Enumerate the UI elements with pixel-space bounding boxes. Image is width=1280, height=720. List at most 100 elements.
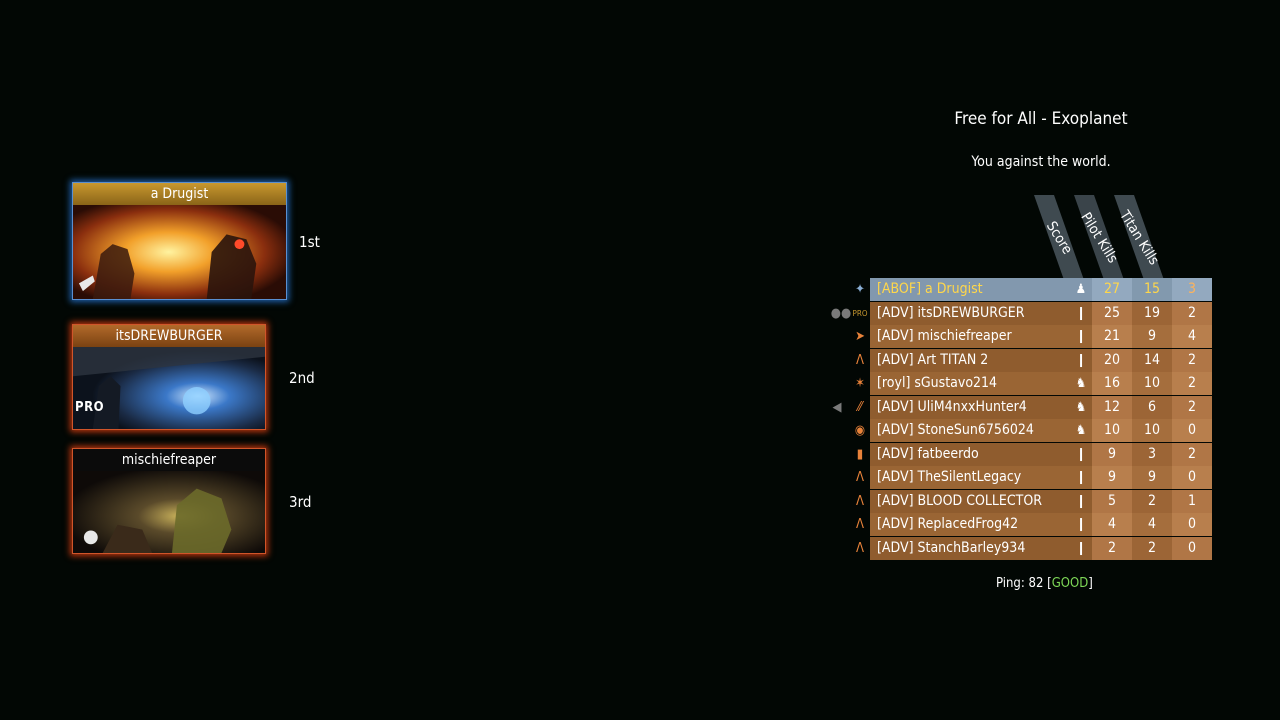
player-pilot-kills: 15: [1132, 278, 1172, 301]
titan-icon: ♞: [1075, 376, 1087, 391]
player-titan-kills: 1: [1172, 489, 1212, 513]
player-score: 9: [1092, 442, 1132, 466]
player-titan-kills: 0: [1172, 466, 1212, 489]
chevron-icon: Λ: [856, 352, 864, 368]
scoreboard-column-headers: Score Pilot Kills Titan Kills: [1030, 195, 1220, 280]
player-row[interactable]: ●● PRO [ADV] itsDREWBURGER ❙ 25 19 2: [826, 301, 1212, 325]
pilot-icon: ♟: [1075, 282, 1087, 297]
player-titan-kills: 3: [1172, 278, 1212, 301]
player-score: 2: [1092, 536, 1132, 560]
claw-icon: ⁄⁄: [858, 399, 862, 415]
titan-icon: ♞: [1075, 399, 1087, 415]
column-pilot-kills: Pilot Kills: [1074, 195, 1124, 280]
chevron-icon: Λ: [856, 517, 864, 532]
player-row[interactable]: ◀ ⁄⁄ [ADV] UliM4nxxHunter4 ♞ 12 6 2: [826, 395, 1212, 419]
player-pilot-kills: 9: [1132, 325, 1172, 348]
player-name: [ADV] itsDREWBURGER: [870, 301, 1092, 325]
player-score: 4: [1092, 513, 1132, 536]
player-pilot-kills: 10: [1132, 419, 1172, 442]
chevron-icon: Λ: [856, 540, 864, 556]
podium-place-2nd: 2nd: [289, 369, 315, 387]
boot-icon: ▮: [856, 446, 864, 462]
player-row[interactable]: Λ [ADV] BLOOD COLLECTOR ❙ 5 2 1: [826, 489, 1212, 513]
player-titan-kills: 2: [1172, 348, 1212, 372]
pilot-icon: ❙: [1076, 446, 1086, 462]
pilot-icon: ❙: [1076, 470, 1086, 485]
pilot-icon: ❙: [1076, 517, 1086, 532]
player-titan-kills: 2: [1172, 442, 1212, 466]
player-score: 9: [1092, 466, 1132, 489]
bird-icon: ➤: [855, 329, 865, 344]
player-score: 16: [1092, 372, 1132, 395]
player-pilot-kills: 9: [1132, 466, 1172, 489]
podium-name-1st: a Drugist: [73, 183, 286, 205]
player-row[interactable]: Λ [ADV] ReplacedFrog42 ❙ 4 4 0: [826, 513, 1212, 536]
player-score: 27: [1092, 278, 1132, 301]
player-pilot-kills: 3: [1132, 442, 1172, 466]
party-icon: ●●: [830, 305, 852, 321]
player-pilot-kills: 19: [1132, 301, 1172, 325]
helmet-icon: ◉: [854, 423, 866, 438]
player-titan-kills: 0: [1172, 513, 1212, 536]
player-name: [ADV] StanchBarley934: [870, 536, 1092, 560]
player-titan-kills: 2: [1172, 301, 1212, 325]
player-pilot-kills: 2: [1132, 489, 1172, 513]
player-row[interactable]: ➤ [ADV] mischiefreaper ❙ 21 9 4: [826, 325, 1212, 348]
podium-place-1st: 1st: [299, 233, 320, 251]
pro-badge: PRO: [852, 308, 868, 318]
runner-icon: ✶: [855, 376, 865, 391]
player-name: [royl] sGustavo214: [870, 372, 1092, 395]
column-score: Score: [1034, 195, 1084, 280]
podium-art-1st: [73, 205, 286, 299]
player-name: [ADV] TheSilentLegacy: [870, 466, 1092, 489]
player-score: 21: [1092, 325, 1132, 348]
player-row[interactable]: Λ [ADV] TheSilentLegacy ❙ 9 9 0: [826, 466, 1212, 489]
chevron-icon: Λ: [856, 470, 864, 485]
player-name: [ADV] mischiefreaper: [870, 325, 1092, 348]
player-row[interactable]: ◉ [ADV] StoneSun6756024 ♞ 10 10 0: [826, 419, 1212, 442]
player-row[interactable]: ▮ [ADV] fatbeerdo ❙ 9 3 2: [826, 442, 1212, 466]
player-name: [ADV] BLOOD COLLECTOR: [870, 489, 1092, 513]
column-score-label: Score: [1042, 218, 1076, 257]
podium-card-3rd[interactable]: mischiefreaper: [72, 448, 266, 554]
player-name: [ADV] StoneSun6756024: [870, 419, 1092, 442]
player-name: [ABOF] a Drugist: [870, 278, 1092, 301]
player-score: 20: [1092, 348, 1132, 372]
player-pilot-kills: 2: [1132, 536, 1172, 560]
pilot-icon: ❙: [1076, 352, 1086, 368]
pilot-icon: ❙: [1076, 329, 1086, 344]
pilot-icon: ❙: [1076, 305, 1086, 321]
ping-quality: GOOD: [1051, 576, 1089, 591]
player-pilot-kills: 14: [1132, 348, 1172, 372]
player-titan-kills: 0: [1172, 536, 1212, 560]
player-pilot-kills: 4: [1132, 513, 1172, 536]
player-titan-kills: 0: [1172, 419, 1212, 442]
player-name: [ADV] fatbeerdo: [870, 442, 1092, 466]
ping-value: 82: [1028, 576, 1044, 591]
dagger-icon: ✦: [855, 282, 865, 297]
column-titan-kills: Titan Kills: [1114, 195, 1164, 280]
pilot-icon: ❙: [1076, 540, 1086, 556]
titan-icon: ♞: [1075, 423, 1087, 438]
podium-name-3rd: mischiefreaper: [73, 449, 265, 471]
podium-card-2nd[interactable]: itsDREWBURGER PRO: [72, 324, 266, 430]
player-row[interactable]: ✶ [royl] sGustavo214 ♞ 16 10 2: [826, 372, 1212, 395]
player-pilot-kills: 6: [1132, 395, 1172, 419]
player-titan-kills: 4: [1172, 325, 1212, 348]
player-score: 12: [1092, 395, 1132, 419]
podium-place-3rd: 3rd: [289, 493, 312, 511]
ping-readout: Ping: 82 [GOOD]: [996, 576, 1093, 591]
player-row[interactable]: Λ [ADV] StanchBarley934 ❙ 2 2 0: [826, 536, 1212, 560]
chevron-icon: Λ: [856, 493, 864, 509]
pro-tag: PRO: [75, 400, 105, 415]
player-score: 10: [1092, 419, 1132, 442]
ping-quality-bracket-open: [: [1047, 576, 1052, 591]
player-row[interactable]: ✦ [ABOF] a Drugist ♟ 27 15 3: [826, 278, 1212, 301]
podium-art-2nd: PRO: [73, 347, 265, 429]
player-score: 25: [1092, 301, 1132, 325]
player-name: [ADV] UliM4nxxHunter4: [870, 395, 1092, 419]
podium-art-3rd: [73, 471, 265, 553]
ping-quality-bracket-close: ]: [1088, 576, 1093, 591]
player-row[interactable]: Λ [ADV] Art TITAN 2 ❙ 20 14 2: [826, 348, 1212, 372]
podium-card-1st[interactable]: a Drugist: [72, 182, 287, 300]
